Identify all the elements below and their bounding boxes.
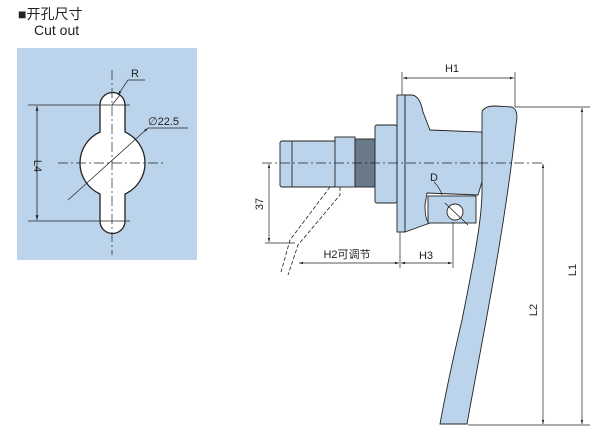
- handle-lever: [439, 105, 518, 425]
- cutout-view: L4 R ∅22.5: [17, 48, 197, 260]
- l1-label: L1: [567, 264, 579, 276]
- section-subtitle: Cut out: [34, 22, 80, 38]
- flange: [396, 94, 406, 233]
- offset-label: 37: [254, 198, 266, 210]
- d-label: D: [430, 172, 438, 184]
- cam-nut: [334, 136, 356, 188]
- h1-label: H1: [445, 63, 459, 75]
- h2-label: H2可调节: [323, 248, 370, 261]
- l4-label: L4: [31, 160, 43, 172]
- h3-label: H3: [419, 250, 433, 262]
- radius-label: R: [131, 68, 139, 80]
- lock-cylinder: [279, 140, 338, 188]
- dimensions: [262, 72, 590, 426]
- hex-nut: [374, 124, 398, 204]
- cam-lever-dashed: [280, 186, 341, 276]
- l2-label: L2: [528, 304, 540, 316]
- section-title: ■开孔尺寸: [18, 6, 83, 22]
- handle-side-view: [279, 94, 518, 425]
- diameter-label: ∅22.5: [148, 116, 179, 128]
